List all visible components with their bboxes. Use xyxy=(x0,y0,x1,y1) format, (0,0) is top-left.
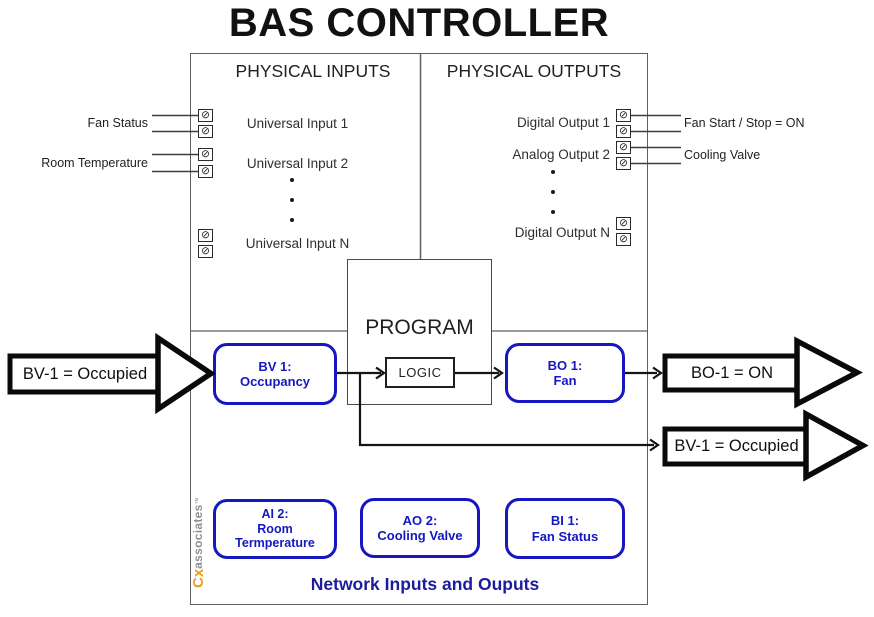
input-row-1: Universal Input 1 xyxy=(246,116,349,131)
terminal-icon: ⊘ xyxy=(616,157,631,170)
ellipsis-dot xyxy=(290,218,294,222)
bo1-label: Fan xyxy=(553,373,577,388)
network-point-ai2: AI 2: Room Termperature xyxy=(213,499,337,559)
terminal-icon: ⊘ xyxy=(616,125,631,138)
terminal-icon: ⊘ xyxy=(198,165,213,178)
terminal-icon: ⊘ xyxy=(616,233,631,246)
ext-label-cooling-valve: Cooling Valve xyxy=(684,148,761,162)
physical-outputs-header: PHYSICAL OUTPUTS xyxy=(446,61,622,81)
network-point-bv1: BV 1: Occupancy xyxy=(213,343,337,405)
logo-prefix: Cx xyxy=(189,568,207,588)
ext-label-fan-status: Fan Status xyxy=(87,116,148,130)
output-row-n: Digital Output N xyxy=(514,225,610,240)
terminal-icon: ⊘ xyxy=(198,148,213,161)
network-point-bi1: BI 1: Fan Status xyxy=(505,498,625,559)
ext-label-fan-start-stop: Fan Start / Stop = ON xyxy=(684,116,805,130)
ellipsis-dot xyxy=(551,210,555,214)
trademark-mark: ™ xyxy=(194,497,202,505)
network-point-ao2: AO 2: Cooling Valve xyxy=(360,498,480,558)
terminal-icon: ⊘ xyxy=(198,109,213,122)
flow-arrow-output-bottom-label: BV-1 = Occupied xyxy=(674,437,799,455)
terminal-icon: ⊘ xyxy=(616,217,631,230)
bi1-id: BI 1: xyxy=(550,513,580,528)
bv1-id: BV 1: xyxy=(258,358,292,374)
terminal-icon: ⊘ xyxy=(616,141,631,154)
terminal-icon: ⊘ xyxy=(198,125,213,138)
flow-arrow-output-top-label: BO-1 = ON xyxy=(690,363,774,382)
ellipsis-dot xyxy=(290,198,294,202)
flow-arrow-input-label: BV-1 = Occupied xyxy=(22,364,148,383)
program-label: PROGRAM xyxy=(365,316,474,339)
ellipsis-dot xyxy=(551,170,555,174)
physical-inputs-header: PHYSICAL INPUTS xyxy=(235,61,391,81)
ai2-label-2: Termperature xyxy=(235,536,315,551)
output-row-1: Digital Output 1 xyxy=(516,115,610,130)
ext-label-room-temperature: Room Temperature xyxy=(41,156,148,170)
input-row-n: Universal Input N xyxy=(245,236,350,251)
network-section-label: Network Inputs and Ouputs xyxy=(310,574,540,594)
network-point-bo1: BO 1: Fan xyxy=(505,343,625,403)
ellipsis-dot xyxy=(290,178,294,182)
input-row-2: Universal Input 2 xyxy=(246,156,349,171)
terminal-icon: ⊘ xyxy=(198,245,213,258)
page-title: BAS CONTROLLER xyxy=(228,1,610,45)
ao2-id: AO 2: xyxy=(402,512,438,528)
ellipsis-dot xyxy=(551,190,555,194)
terminal-icon: ⊘ xyxy=(616,109,631,122)
bv1-label: Occupancy xyxy=(239,374,311,389)
ai2-id: AI 2: xyxy=(261,507,289,522)
terminal-icon: ⊘ xyxy=(198,229,213,242)
logic-box: LOGIC xyxy=(385,357,455,388)
output-row-2: Analog Output 2 xyxy=(512,147,610,162)
ao2-label: Cooling Valve xyxy=(377,528,463,543)
ai2-label-1: Room xyxy=(257,521,293,536)
logo-name: associates xyxy=(191,504,205,569)
bo1-id: BO 1: xyxy=(547,357,583,373)
bi1-label: Fan Status xyxy=(531,528,599,544)
